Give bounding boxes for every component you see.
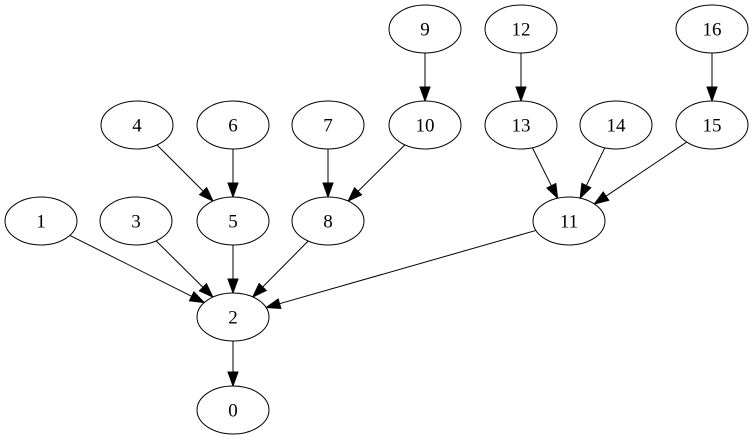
edge-arrowhead xyxy=(227,371,239,388)
node-ellipse xyxy=(388,4,462,54)
edge-arrowhead xyxy=(706,86,718,103)
node-ellipse xyxy=(579,100,653,150)
edge-8-2 xyxy=(251,240,309,299)
edge-arrowhead xyxy=(579,182,592,200)
edge-arrowhead xyxy=(546,182,559,200)
node-ellipse xyxy=(291,196,365,246)
node-label: 1 xyxy=(36,212,46,233)
edge-arrowhead xyxy=(198,186,215,203)
edge-11-2 xyxy=(264,229,537,310)
edge-arrowhead xyxy=(322,182,334,199)
node-ellipse xyxy=(196,196,270,246)
edge-arrowhead xyxy=(198,282,214,299)
edge-4-5 xyxy=(156,144,215,203)
node-ellipse xyxy=(196,100,270,150)
edge-line xyxy=(279,229,537,305)
node-13: 13 xyxy=(484,100,558,150)
edge-9-10 xyxy=(419,53,431,103)
edge-2-0 xyxy=(227,341,239,388)
edge-line xyxy=(531,147,552,186)
node-2: 2 xyxy=(196,292,270,342)
edge-14-11 xyxy=(579,147,606,200)
edge-arrowhead xyxy=(227,278,239,295)
node-14: 14 xyxy=(579,100,653,150)
node-7: 7 xyxy=(291,100,365,150)
node-label: 7 xyxy=(323,116,333,137)
edge-1-2 xyxy=(69,234,206,304)
edge-13-11 xyxy=(531,147,559,200)
node-ellipse xyxy=(196,385,270,435)
node-10: 10 xyxy=(388,100,462,150)
edge-7-8 xyxy=(322,149,334,199)
node-ellipse xyxy=(484,4,558,54)
node-ellipse xyxy=(196,292,270,342)
edge-line xyxy=(155,240,204,288)
edge-line xyxy=(262,240,309,288)
node-label: 8 xyxy=(323,212,333,233)
node-9: 9 xyxy=(388,4,462,54)
node-12: 12 xyxy=(484,4,558,54)
node-label: 9 xyxy=(420,20,430,41)
edge-line xyxy=(605,141,687,197)
edge-arrowhead xyxy=(188,291,206,304)
edge-arrowhead xyxy=(515,86,527,103)
edge-5-2 xyxy=(227,245,239,295)
edge-3-2 xyxy=(155,240,214,299)
node-ellipse xyxy=(532,196,606,246)
node-ellipse xyxy=(675,100,749,150)
node-15: 15 xyxy=(675,100,749,150)
edge-line xyxy=(357,144,406,192)
node-11: 11 xyxy=(532,196,606,246)
node-6: 6 xyxy=(196,100,270,150)
edge-15-11 xyxy=(593,141,687,205)
node-ellipse xyxy=(484,100,558,150)
edge-arrowhead xyxy=(264,298,282,310)
edge-16-15 xyxy=(706,53,718,103)
node-label: 16 xyxy=(703,20,722,41)
node-ellipse xyxy=(291,100,365,150)
node-ellipse xyxy=(99,196,173,246)
edge-line xyxy=(156,144,204,192)
node-label: 14 xyxy=(607,116,627,137)
node-label: 13 xyxy=(512,116,531,137)
node-label: 6 xyxy=(228,116,238,137)
node-5: 5 xyxy=(196,196,270,246)
node-4: 4 xyxy=(100,100,174,150)
node-label: 10 xyxy=(416,116,435,137)
node-label: 12 xyxy=(512,20,531,41)
node-label: 2 xyxy=(228,308,238,329)
node-ellipse xyxy=(4,196,78,246)
edge-arrowhead xyxy=(419,86,431,103)
node-ellipse xyxy=(675,4,749,54)
edge-arrowhead xyxy=(251,282,268,299)
node-ellipse xyxy=(388,100,462,150)
node-label: 4 xyxy=(132,116,142,137)
node-label: 11 xyxy=(560,212,578,233)
edge-arrowhead xyxy=(593,191,610,205)
node-8: 8 xyxy=(291,196,365,246)
node-label: 3 xyxy=(131,212,141,233)
node-ellipse xyxy=(100,100,174,150)
node-label: 5 xyxy=(228,212,238,233)
edge-line xyxy=(585,147,606,186)
edge-12-13 xyxy=(515,53,527,103)
node-3: 3 xyxy=(99,196,173,246)
node-label: 15 xyxy=(703,116,722,137)
edge-arrowhead xyxy=(347,186,363,203)
edge-10-8 xyxy=(347,144,406,203)
node-16: 16 xyxy=(675,4,749,54)
edge-line xyxy=(69,234,192,297)
edge-arrowhead xyxy=(227,182,239,199)
node-1: 1 xyxy=(4,196,78,246)
edge-6-5 xyxy=(227,149,239,199)
node-0: 0 xyxy=(196,385,270,435)
node-label: 0 xyxy=(228,401,238,422)
